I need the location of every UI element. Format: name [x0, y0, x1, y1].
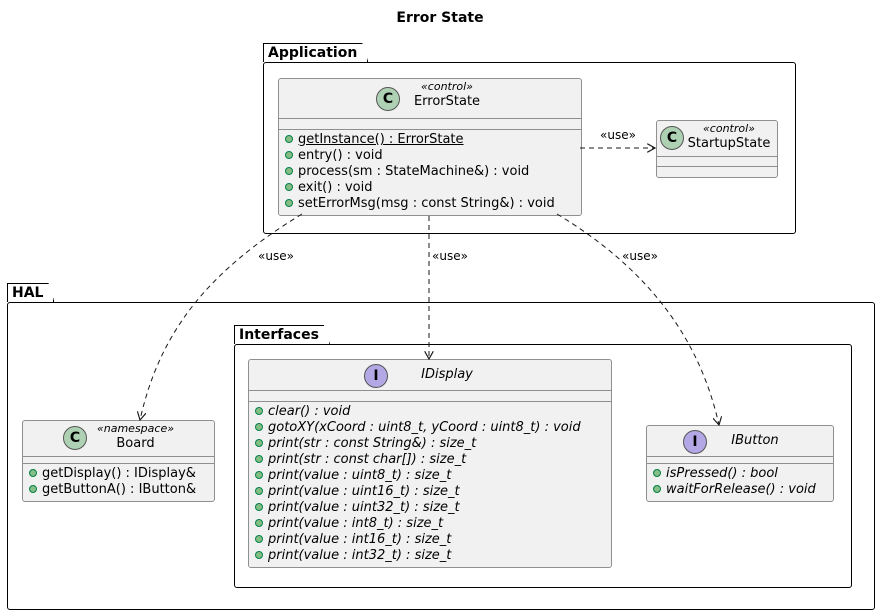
methods-section: getDisplay() : IDisplay& getButtonA() : …: [23, 464, 214, 501]
package-tab-hal: HAL: [7, 283, 54, 302]
method-row: print(str : const String&) : size_t: [255, 436, 607, 452]
stereotype: «namespace»: [96, 422, 175, 435]
method-row: print(value : int16_t) : size_t: [255, 532, 607, 548]
method-row: print(value : uint16_t) : size_t: [255, 484, 607, 500]
method-row: print(value : uint32_t) : size_t: [255, 500, 607, 516]
public-icon: [285, 198, 293, 207]
class-header: I IDisplay: [249, 360, 611, 391]
public-icon: [29, 484, 37, 493]
attributes-section: [249, 391, 611, 402]
class-error-state[interactable]: C «control» ErrorState getInstance() : E…: [278, 78, 582, 216]
edge-label-use: «use»: [258, 249, 294, 263]
public-icon: [255, 422, 263, 431]
edge-error-to-ibutton: [556, 213, 719, 425]
class-c-icon: C: [376, 87, 400, 111]
public-icon: [255, 406, 263, 415]
public-icon: [255, 550, 263, 559]
class-header: I IButton: [647, 426, 833, 457]
package-label: HAL: [12, 285, 44, 301]
method-row: entry() : void: [285, 148, 577, 164]
public-icon: [255, 518, 263, 527]
method-row: exit() : void: [285, 180, 577, 196]
attributes-section: [279, 119, 581, 130]
class-c-icon: C: [660, 126, 684, 150]
stereotype: «control»: [703, 122, 755, 135]
methods-section: getInstance() : ErrorState entry() : voi…: [279, 130, 581, 215]
method-row: isPressed() : bool: [653, 466, 829, 482]
class-header: C «namespace» Board: [23, 421, 214, 457]
method-row: getDisplay() : IDisplay&: [29, 466, 210, 482]
class-board[interactable]: C «namespace» Board getDisplay() : IDisp…: [22, 420, 215, 502]
class-header: C «control» StartupState: [657, 121, 777, 157]
attributes-section: [647, 457, 833, 464]
method-row: print(value : int8_t) : size_t: [255, 516, 607, 532]
method-row: getInstance() : ErrorState: [285, 132, 577, 148]
public-icon: [255, 486, 263, 495]
public-icon: [255, 438, 263, 447]
diagram-title: Error State: [396, 10, 484, 26]
public-icon: [285, 166, 293, 175]
interface-idisplay[interactable]: I IDisplay clear() : void gotoXY(xCoord …: [248, 359, 612, 568]
method-row: waitForRelease() : void: [653, 482, 829, 498]
method-row: print(value : int32_t) : size_t: [255, 548, 607, 564]
edge-label-use: «use»: [432, 249, 468, 263]
stereotype: «control»: [421, 80, 473, 93]
package-tab-application: Application: [263, 43, 368, 62]
edge-label-use: «use»: [622, 249, 658, 263]
interface-i-icon: I: [364, 364, 388, 388]
interface-i-icon: I: [683, 430, 707, 454]
class-name: IDisplay: [421, 367, 473, 382]
edge-label-use: «use»: [600, 128, 636, 142]
methods-section: clear() : void gotoXY(xCoord : uint8_t, …: [249, 402, 611, 567]
class-header: C «control» ErrorState: [279, 79, 581, 119]
method-row: getButtonA() : IButton&: [29, 482, 210, 498]
class-name: IButton: [731, 433, 779, 448]
public-icon: [255, 470, 263, 479]
method-row: process(sm : StateMachine&) : void: [285, 164, 577, 180]
package-tab-interfaces: Interfaces: [234, 325, 330, 344]
public-icon: [285, 134, 293, 143]
attributes-section: [657, 157, 777, 167]
package-label: Application: [268, 45, 358, 61]
attributes-section: [23, 457, 214, 464]
class-name: Board: [116, 436, 155, 451]
public-icon: [285, 150, 293, 159]
method-row: setErrorMsg(msg : const String&) : void: [285, 196, 577, 212]
class-name: StartupState: [687, 136, 771, 151]
public-icon: [285, 182, 293, 191]
public-icon: [255, 534, 263, 543]
public-icon: [255, 502, 263, 511]
package-interfaces: [234, 344, 852, 588]
method-row: print(str : const char[]) : size_t: [255, 452, 607, 468]
class-name: ErrorState: [413, 94, 481, 109]
class-c-icon: C: [63, 426, 87, 450]
public-icon: [653, 484, 661, 493]
interface-ibutton[interactable]: I IButton isPressed() : bool waitForRele…: [646, 425, 834, 502]
package-hal: [7, 302, 875, 610]
method-row: clear() : void: [255, 404, 607, 420]
package-application: [263, 62, 796, 234]
methods-section: isPressed() : bool waitForRelease() : vo…: [647, 464, 833, 501]
public-icon: [255, 454, 263, 463]
class-startup-state[interactable]: C «control» StartupState: [656, 120, 778, 178]
method-row: gotoXY(xCoord : uint8_t, yCoord : uint8_…: [255, 420, 607, 436]
package-label: Interfaces: [239, 327, 319, 343]
public-icon: [29, 468, 37, 477]
edge-error-to-board: [140, 213, 303, 420]
public-icon: [653, 468, 661, 477]
method-row: print(value : uint8_t) : size_t: [255, 468, 607, 484]
